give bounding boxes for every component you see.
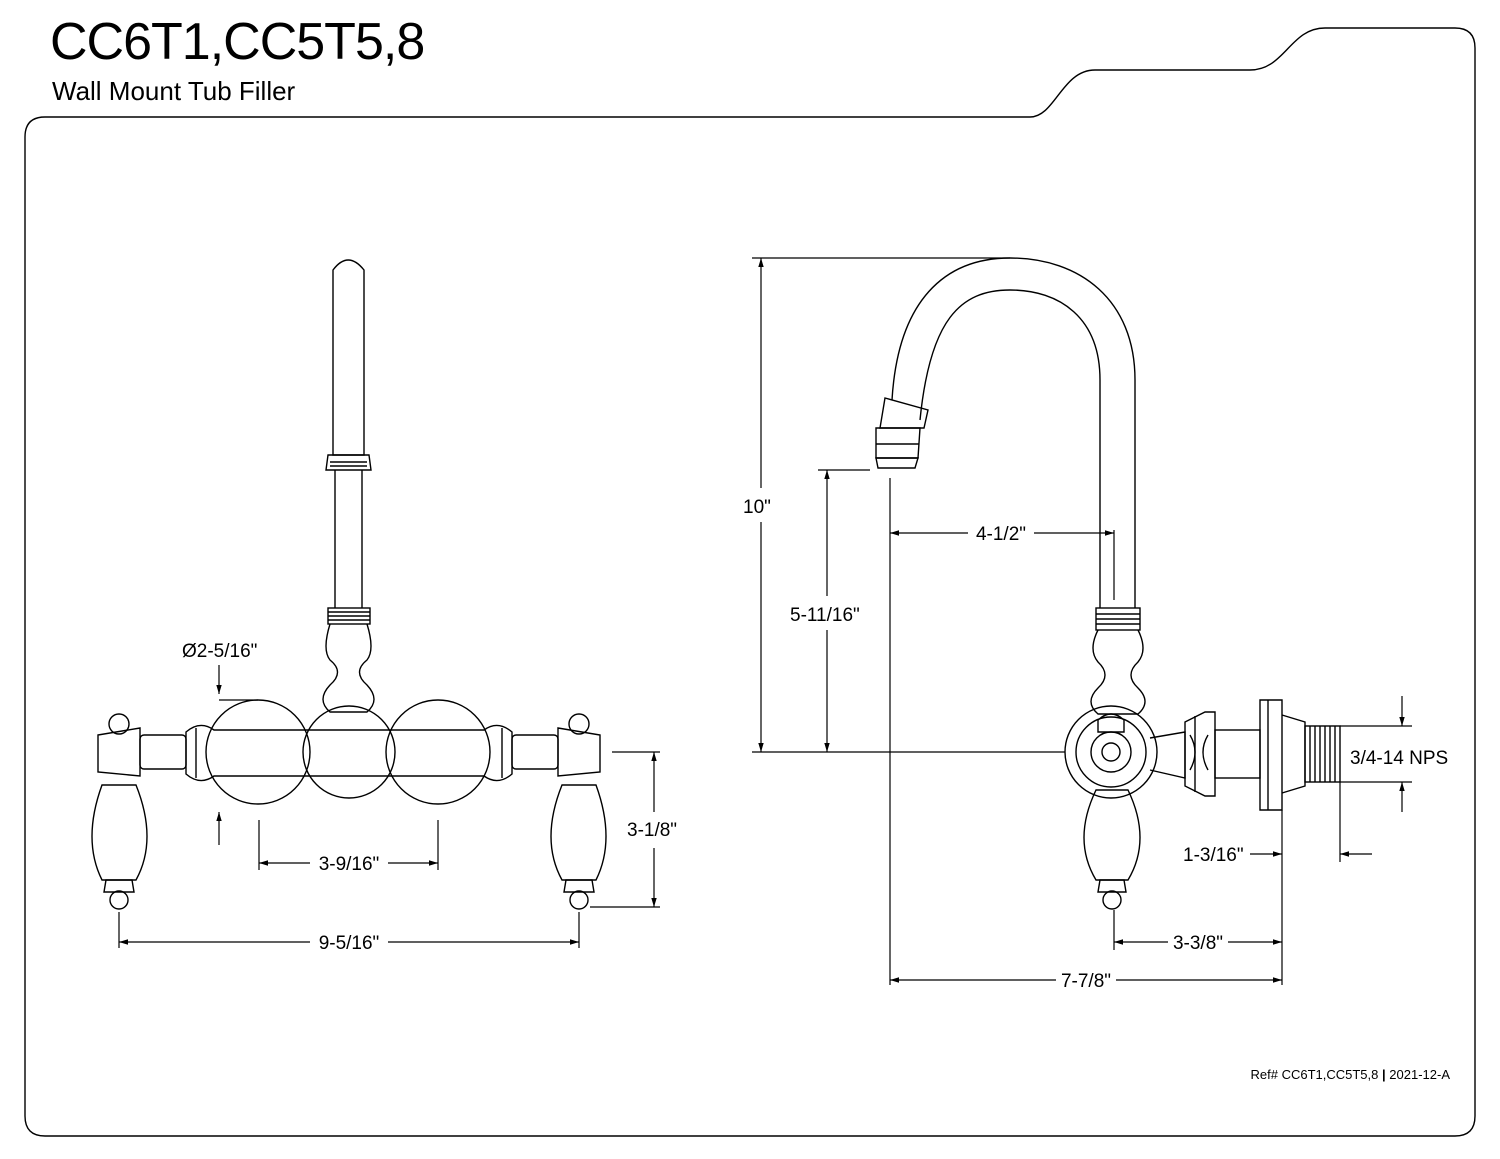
front-spout-collar (325, 454, 372, 471)
dim-total-height-label: 10" (743, 497, 771, 518)
dim-handle-depth-label: 3-3/8" (1173, 933, 1223, 954)
front-body-right (385, 699, 491, 805)
dim-inlet-depth-label: 1-3/16" (1183, 845, 1244, 866)
dim-spout-height-label: 5-11/16" (790, 605, 860, 626)
side-dimensions (752, 257, 1412, 985)
front-body-center (302, 705, 396, 799)
front-right-handle-stem (511, 734, 559, 770)
dim-diameter-label: Ø2-5/16" (182, 641, 257, 662)
front-left-handle-lever (91, 784, 148, 881)
drawing-frame (24, 27, 1476, 1137)
side-vase-neck (1090, 629, 1146, 715)
side-view (875, 257, 1341, 910)
side-decorative-nut (1184, 711, 1216, 797)
side-flange (1259, 699, 1283, 811)
page-title: CC6T1,CC5T5,8 (50, 13, 425, 71)
front-left-handle-stem (139, 734, 187, 770)
front-right-handle-cap (557, 727, 601, 777)
front-view (91, 259, 607, 910)
front-body-bar (185, 724, 513, 782)
front-spout-tube (332, 259, 365, 456)
front-body-left (205, 699, 311, 805)
reference-number: Ref# CC6T1,CC5T5,8 (1250, 1067, 1379, 1082)
dim-width-label: 9-5/16" (319, 933, 380, 954)
front-right-handle-lever (550, 784, 607, 881)
dim-height-label: 3-1/8" (627, 820, 677, 841)
side-hex-nut (1281, 714, 1306, 794)
dim-overall-depth-label: 7-7/8" (1061, 971, 1111, 992)
front-left-handle-cap (97, 727, 141, 777)
side-gooseneck-inner (919, 289, 1101, 608)
side-handle-lever (1083, 789, 1141, 881)
side-threaded-inlet (1304, 725, 1341, 783)
reference-footer: Ref# CC6T1,CC5T5,8 | 2021-12-A (1251, 1067, 1451, 1082)
side-inlet-pipe (1214, 729, 1261, 779)
revision-code: 2021-12-A (1389, 1067, 1450, 1082)
front-dimensions (118, 665, 660, 948)
dim-thread-label: 3/4-14 NPS (1350, 748, 1448, 769)
side-body-outer (1064, 705, 1158, 799)
side-gooseneck-outer (891, 257, 1136, 608)
dim-reach-label: 4-1/2" (976, 524, 1026, 545)
side-spout-tip (879, 397, 929, 429)
reference-separator: | (1382, 1067, 1386, 1082)
page-subtitle: Wall Mount Tub Filler (52, 76, 296, 106)
dim-spacing-label: 3-9/16" (319, 854, 380, 875)
front-vase-neck (322, 623, 375, 713)
